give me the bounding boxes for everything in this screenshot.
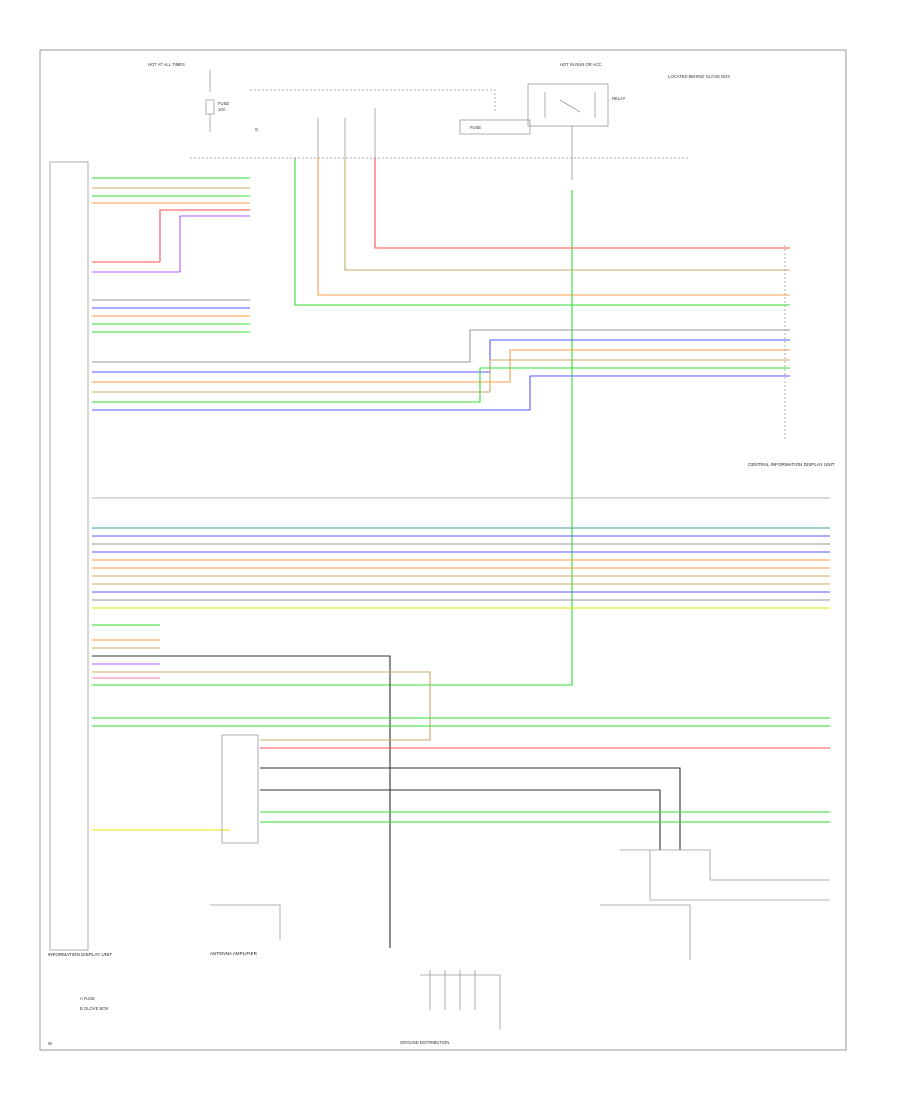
- lower-black-1: [260, 767, 681, 850]
- antenna-label: ANTENNA AMPLIFIER: [210, 951, 258, 956]
- left-module: [49, 161, 89, 951]
- wire-mid-2: [92, 339, 790, 373]
- ground-dist-studs: [429, 970, 476, 1010]
- legend-a: A FUSE: [80, 996, 95, 1001]
- wire-mid-1: [92, 329, 790, 363]
- ground-tag: G: [255, 127, 258, 132]
- relay-box: [527, 83, 609, 127]
- fuse-block-label: FUSE: [470, 125, 481, 130]
- wire-green-long: [92, 190, 573, 686]
- lower-black-2: [260, 789, 661, 850]
- wire-mid-4: [92, 359, 790, 393]
- lower-wire-black: [92, 655, 391, 948]
- lower-wire-tan: [92, 671, 431, 741]
- ground-wire-2: [600, 904, 691, 960]
- wire-short-5: [159, 209, 250, 262]
- fuse-amps: 10A: [218, 107, 226, 112]
- wire-tan-top: [344, 158, 790, 271]
- fuse-block: [459, 119, 531, 135]
- fuse-symbol: [205, 99, 215, 115]
- relay-contacts: [544, 92, 596, 118]
- hot-at-all-times-label: HOT AT ALL TIMES: [148, 62, 185, 67]
- bottom-right-2: [649, 850, 830, 901]
- wire-green-top: [294, 158, 790, 306]
- right-module-label: CENTRAL INFORMATION DISPLAY UNIT: [748, 462, 835, 467]
- page-id: W: [48, 1041, 52, 1046]
- wire-red-top: [374, 158, 790, 249]
- legend-b: B GLOVE BOX: [80, 1006, 109, 1011]
- ground-wire-1: [210, 904, 281, 940]
- top-dashed-box: [250, 89, 496, 112]
- ground-dist-wire: [420, 974, 501, 1030]
- wire-mid-3: [92, 349, 790, 383]
- wire-mid-6: [92, 375, 790, 411]
- mid-module: [221, 734, 259, 844]
- left-module-label: INFORMATION DISPLAY UNIT: [48, 952, 112, 957]
- hot-in-run-label: HOT IN RUN OR ACC: [560, 62, 602, 67]
- fuse-label: FUSE: [218, 101, 229, 106]
- relay-label: RELAY: [612, 96, 626, 101]
- bottom-right-1: [620, 849, 830, 881]
- wire-mid-5: [92, 367, 790, 403]
- diagram-frame: [39, 49, 847, 1051]
- ground-distribution-label: GROUND DISTRIBUTION: [400, 1040, 449, 1045]
- relay-note: LOCATED BEHIND GLOVE BOX: [668, 74, 730, 79]
- wire-short-7: [179, 215, 250, 272]
- wire-orange-top: [317, 158, 790, 296]
